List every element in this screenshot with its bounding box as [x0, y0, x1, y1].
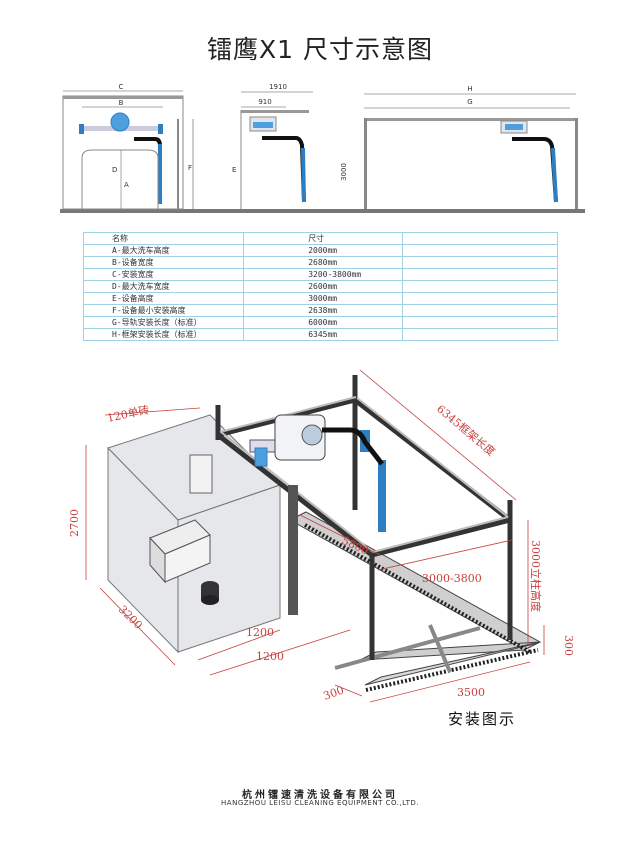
dimension-lines	[85, 369, 545, 703]
table-cell: B-设备宽度	[82, 256, 245, 269]
dimension-diagrams: C B D A F 1910 910 E H G	[60, 83, 585, 213]
table-cell: C-安装宽度	[82, 268, 245, 281]
label-h: H	[467, 85, 472, 93]
table-cell: H-框架安装长度（标准）	[82, 328, 245, 341]
label-b: B	[119, 99, 124, 107]
table-header	[402, 232, 558, 245]
table-cell: 2638mm	[243, 304, 404, 317]
table-row: A-最大洗车高度 2000mm	[82, 244, 558, 257]
label-2700: 2700	[68, 509, 81, 537]
table-cell: G-导轨安装长度（标准）	[82, 316, 245, 329]
spec-table: 名称 尺寸 A-最大洗车高度 2000mm B-设备宽度 2680mm C-安装…	[82, 232, 558, 341]
table-cell	[402, 256, 558, 269]
label-pillar-height: 3000立柱高度	[529, 540, 543, 612]
company-name-cn: 杭州镭速清洗设备有限公司	[242, 790, 398, 801]
table-cell: 6000mm	[243, 316, 404, 329]
table-row: D-最大洗车宽度 2600mm	[82, 280, 558, 293]
table-row: F-设备最小安装高度 2638mm	[82, 304, 558, 317]
table-cell: 6345mm	[243, 328, 404, 341]
table-cell	[402, 304, 558, 317]
table-cell	[402, 268, 558, 281]
table-row: B-设备宽度 2680mm	[82, 256, 558, 269]
label-d: D	[112, 166, 117, 174]
label-300a: 300	[562, 635, 575, 656]
table-header: 尺寸	[243, 232, 404, 245]
company-name-en: HANGZHOU LEISU CLEANING EQUIPMENT CO.,LT…	[221, 799, 419, 807]
label-f: F	[188, 164, 192, 172]
table-cell: 3200-3800mm	[243, 268, 404, 281]
label-c: C	[119, 83, 124, 91]
table-cell	[402, 328, 558, 341]
label-1200a: 1200	[246, 626, 274, 639]
table-cell	[402, 280, 558, 293]
table-row: C-安装宽度 3200-3800mm	[82, 268, 558, 281]
table-cell	[402, 316, 558, 329]
table-header-row: 名称 尺寸	[82, 232, 558, 245]
table-cell: 3000mm	[243, 292, 404, 305]
table-cell: F-设备最小安装高度	[82, 304, 245, 317]
table-cell	[402, 244, 558, 257]
label-910: 910	[258, 98, 271, 106]
table-cell: 2600mm	[243, 280, 404, 293]
table-row: E-设备高度 3000mm	[82, 292, 558, 305]
label-g: G	[467, 98, 472, 106]
label-3000-3800: 3000-3800	[422, 572, 482, 585]
table-cell: 2680mm	[243, 256, 404, 269]
table-cell: E-设备高度	[82, 292, 245, 305]
installation-diagram: 120单砖 6345框架长度 2700 3200 1200 1200 5800 …	[68, 369, 575, 703]
page-title: 镭鹰X1 尺寸示意图	[207, 35, 433, 64]
table-cell: A-最大洗车高度	[82, 244, 245, 257]
label-1910: 1910	[269, 83, 287, 91]
label-300b: 300	[322, 683, 346, 702]
electrical-box	[189, 454, 213, 494]
label-3500: 3500	[457, 686, 485, 699]
label-brick: 120单砖	[106, 402, 151, 425]
table-row: G-导轨安装长度（标准） 6000mm	[82, 316, 558, 329]
label-3000: 3000	[340, 163, 348, 181]
table-header: 名称	[82, 232, 245, 245]
floor-rails	[288, 511, 542, 692]
side-view-diagram: 1910 910 E	[232, 83, 313, 209]
table-cell: D-最大洗车宽度	[82, 280, 245, 293]
wash-gantry	[249, 414, 386, 532]
table-row: H-框架安装长度（标准） 6345mm	[82, 328, 558, 341]
label-frame-length: 6345框架长度	[434, 402, 498, 459]
label-a: A	[124, 181, 129, 189]
install-caption: 安装图示	[448, 710, 517, 728]
long-view-diagram: H G 3000	[340, 85, 578, 209]
table-cell: 2000mm	[243, 244, 404, 257]
front-view-diagram: C B D A F	[62, 83, 194, 210]
label-1200b: 1200	[256, 650, 284, 663]
table-cell	[402, 292, 558, 305]
label-e: E	[232, 166, 236, 174]
